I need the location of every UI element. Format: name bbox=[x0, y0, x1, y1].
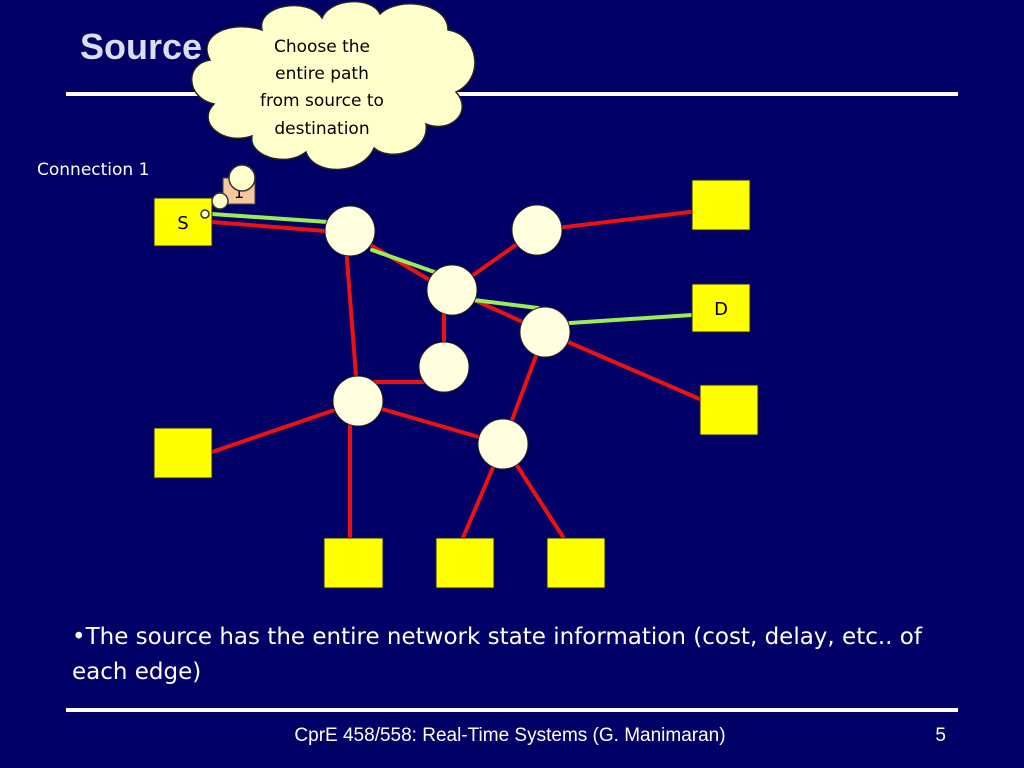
host-source bbox=[153, 197, 213, 247]
link-r2-h1 bbox=[538, 210, 692, 232]
destination-label: D bbox=[714, 299, 728, 320]
footer-divider bbox=[66, 708, 958, 712]
host bbox=[323, 537, 384, 589]
path-segment bbox=[568, 313, 694, 325]
link-r6-h4 bbox=[210, 400, 360, 454]
router bbox=[332, 375, 384, 427]
thought-dot-medium bbox=[211, 192, 229, 210]
router bbox=[477, 418, 529, 470]
host bbox=[546, 537, 606, 589]
source-label: S bbox=[177, 213, 188, 234]
bullet-text: •The source has the entire network state… bbox=[72, 624, 922, 685]
host bbox=[699, 384, 759, 436]
thought-dot-large bbox=[228, 164, 256, 192]
link-r4-h3 bbox=[543, 330, 704, 402]
title-divider bbox=[66, 92, 958, 96]
callout-line: destination bbox=[274, 119, 369, 139]
path-segment bbox=[472, 298, 540, 310]
footer-text: CprE 458/558: Real-Time Systems (G. Mani… bbox=[294, 725, 726, 746]
router bbox=[426, 264, 478, 316]
thought-bubble bbox=[191, 1, 476, 171]
slide-title: Source bbox=[80, 26, 203, 67]
host-destination bbox=[691, 283, 751, 333]
path-segment bbox=[210, 212, 330, 224]
callout-line: from source to bbox=[260, 91, 384, 111]
link-r1-r6 bbox=[343, 231, 360, 404]
thought-dot-small bbox=[200, 209, 210, 219]
host bbox=[691, 179, 751, 231]
host bbox=[435, 537, 495, 589]
page-number: 5 bbox=[935, 725, 946, 746]
router bbox=[324, 205, 376, 257]
chosen-path bbox=[210, 212, 694, 325]
callout-line: Choose the bbox=[274, 37, 370, 57]
router bbox=[519, 306, 571, 358]
packet-label: 1 bbox=[234, 183, 244, 202]
callout-line: entire path bbox=[275, 64, 369, 84]
router bbox=[511, 204, 563, 256]
router bbox=[418, 341, 470, 393]
host bbox=[153, 427, 213, 479]
connection-label: Connection 1 bbox=[37, 160, 150, 180]
path-segment bbox=[370, 248, 442, 276]
